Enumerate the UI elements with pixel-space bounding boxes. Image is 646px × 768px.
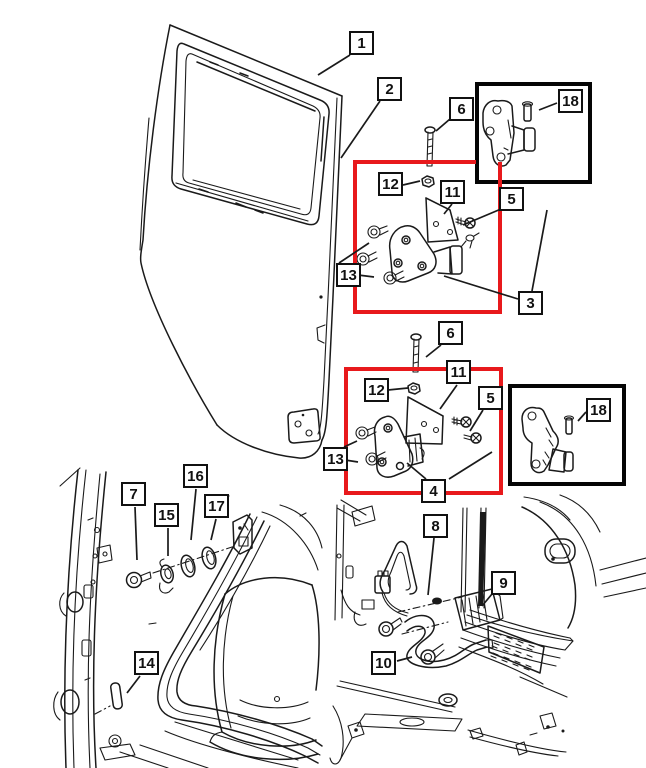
- upper-highlight-box: [353, 160, 502, 314]
- upper-bolt-art: [424, 126, 436, 167]
- upper-hinge-assembly-art: [356, 175, 480, 285]
- callout-4[interactable]: 4: [421, 479, 446, 503]
- callout-13-lower[interactable]: 13: [323, 447, 348, 471]
- callout-3[interactable]: 3: [518, 291, 543, 315]
- callout-14[interactable]: 14: [134, 651, 159, 675]
- callout-2[interactable]: 2: [377, 77, 402, 101]
- callout-6-lower[interactable]: 6: [438, 321, 463, 345]
- callout-6-upper[interactable]: 6: [449, 97, 474, 121]
- callout-8[interactable]: 8: [423, 514, 448, 538]
- callout-12-upper[interactable]: 12: [378, 172, 403, 196]
- callout-18-lower[interactable]: 18: [586, 398, 611, 422]
- callout-5-lower[interactable]: 5: [478, 386, 503, 410]
- callout-7[interactable]: 7: [121, 482, 146, 506]
- callout-18-upper[interactable]: 18: [558, 89, 583, 113]
- callout-16[interactable]: 16: [183, 464, 208, 488]
- door-art: [139, 24, 343, 459]
- callout-9[interactable]: 9: [491, 571, 516, 595]
- upper-hinge-detail-inset-art: [482, 99, 536, 167]
- callout-10[interactable]: 10: [371, 651, 396, 675]
- callout-5-upper[interactable]: 5: [499, 187, 524, 211]
- callout-15[interactable]: 15: [154, 503, 179, 527]
- callout-11-upper[interactable]: 11: [440, 180, 465, 204]
- lower-hinge-detail-inset-art: [521, 406, 575, 474]
- pillar-view-art: [53, 467, 323, 768]
- leader-lines: [126, 54, 587, 694]
- callout-13-upper[interactable]: 13: [336, 263, 361, 287]
- floor-view-art: [329, 494, 646, 765]
- callout-1[interactable]: 1: [349, 31, 374, 55]
- lower-hinge-assembly-art: [355, 333, 482, 478]
- callout-17[interactable]: 17: [204, 494, 229, 518]
- callout-11-lower[interactable]: 11: [446, 360, 471, 384]
- callout-12-lower[interactable]: 12: [364, 378, 389, 402]
